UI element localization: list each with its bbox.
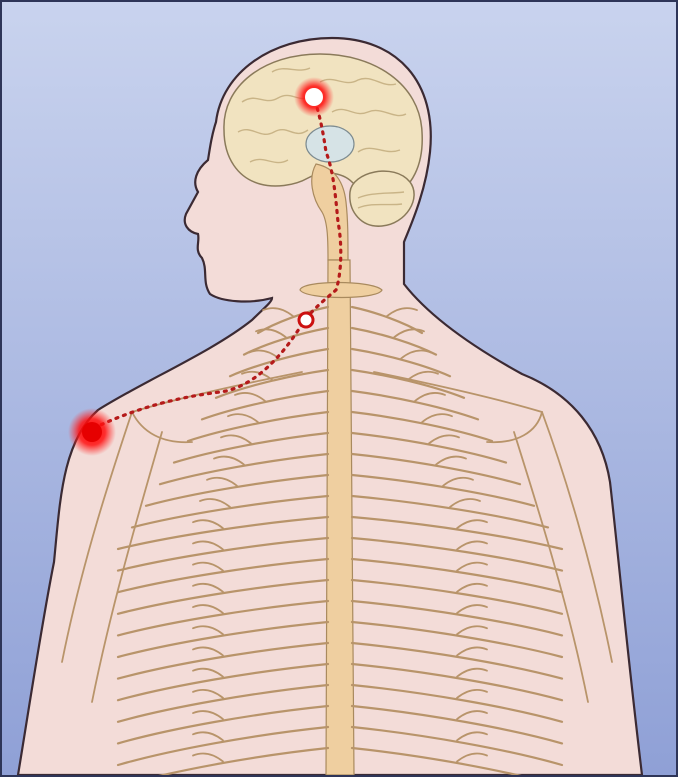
thalamus xyxy=(306,126,354,162)
spinal-cord xyxy=(326,260,354,775)
neck-ring xyxy=(300,283,382,298)
brain-signal-core xyxy=(305,88,323,106)
spinal-relay-icon xyxy=(299,313,313,327)
injury-site-core xyxy=(82,422,102,442)
